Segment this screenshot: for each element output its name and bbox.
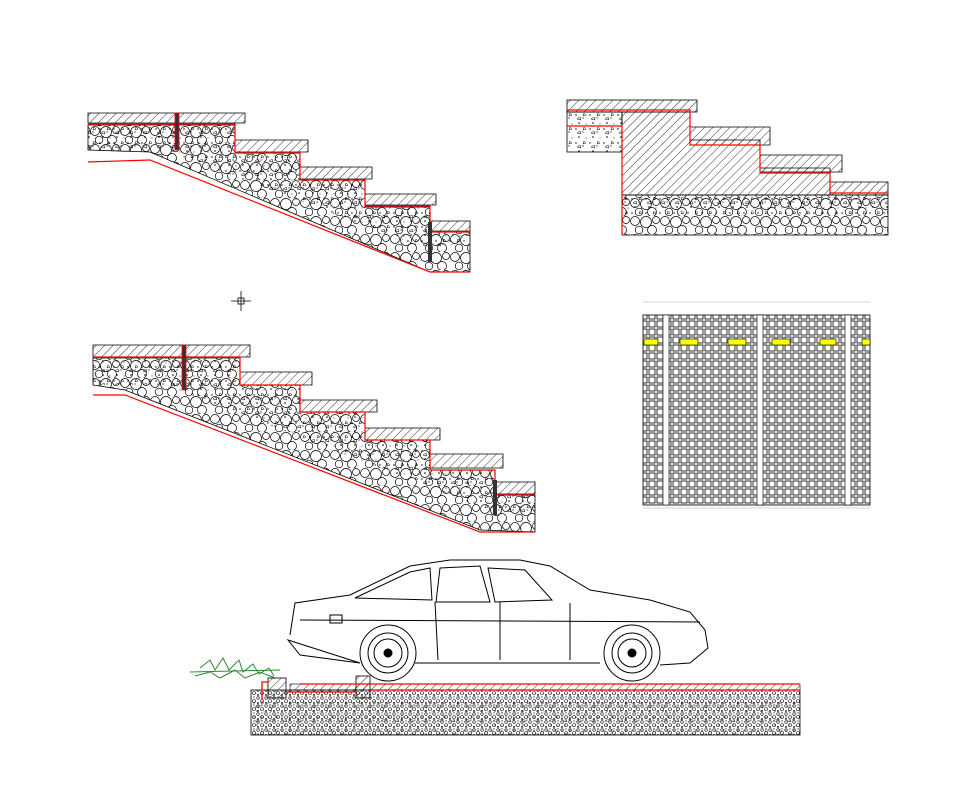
stair-section-1 [87, 112, 471, 273]
rear-wheel [359, 624, 417, 682]
front-wheel [603, 624, 661, 682]
stair-detail-right [566, 99, 889, 236]
stair-section-2 [92, 344, 536, 533]
paving-grid-plan [642, 301, 871, 509]
plant-symbol [189, 657, 281, 679]
crosshair-cursor-icon [231, 291, 251, 311]
yellow-markers [643, 338, 871, 346]
car-elevation [286, 559, 709, 682]
driveway-section [250, 675, 801, 736]
